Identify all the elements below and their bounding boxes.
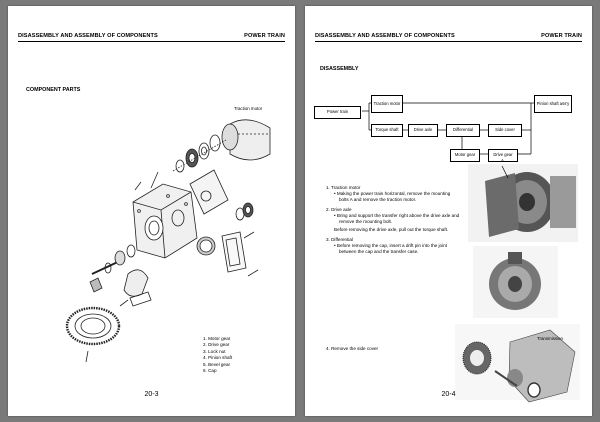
parts-list-item: 6. Cap — [203, 368, 217, 374]
flow-box-drive-axle: Drive axle — [408, 124, 438, 137]
photo-differential — [455, 324, 580, 403]
step-note: Before removing the drive axle, pull out… — [334, 227, 449, 232]
step-title: 1. Traction motor — [326, 185, 361, 190]
section-title: COMPONENT PARTS — [26, 87, 81, 93]
procedure-step: 3. Differential • Before removing the ca… — [326, 237, 461, 255]
procedure-step: 1. Traction motor • Making the power tra… — [326, 185, 461, 203]
flow-box-motor-gear: Motor gear — [450, 149, 480, 162]
header-right-text: POWER TRAIN — [541, 33, 582, 39]
parts-list-item: 1. Motor gear — [203, 336, 231, 341]
flow-box-drive-gear: Drive gear — [488, 149, 518, 162]
step-bullet: • Before removing the cap, insert a drif… — [334, 243, 447, 254]
left-page: DISASSEMBLY AND ASSEMBLY OF COMPONENTS P… — [8, 6, 295, 416]
header-left-text: DISASSEMBLY AND ASSEMBLY OF COMPONENTS — [315, 33, 455, 39]
step-bullet: • Making the power train horizontal, rem… — [334, 191, 451, 202]
flow-box-differential: Differential — [446, 124, 480, 137]
step-title: 3. Differential — [326, 237, 353, 242]
exploded-parts-diagram — [65, 119, 271, 363]
step-4-text: 4. Remove the side cover — [326, 346, 379, 351]
procedure-step: 2. Drive axle • Bring and support the tr… — [326, 207, 461, 233]
page-header: DISASSEMBLY AND ASSEMBLY OF COMPONENTS P… — [315, 29, 582, 42]
page-number: 20-4 — [441, 391, 456, 398]
procedure-steps: 1. Traction motor • Making the power tra… — [326, 185, 461, 259]
transmission-callout: Transmission — [537, 336, 563, 341]
bolt-a-callout: A — [501, 158, 504, 163]
flow-box-pinion-shaft: Pinion shaft ass'y — [534, 95, 572, 113]
step-bullet: • Bring and support the transfer right a… — [334, 213, 460, 224]
parts-list-item: 2. Drive gear — [203, 342, 230, 348]
parts-list-item: 5. Bevel gear — [203, 361, 231, 367]
parts-list-item: 4. Pinion shaft — [203, 355, 233, 361]
procedure-photos — [455, 164, 580, 403]
flow-box-power-train: Power train — [314, 106, 361, 119]
step-title: 2. Drive axle — [326, 207, 352, 212]
flow-box-torque-shaft: Torque shaft — [371, 124, 403, 137]
photo-drive-axle — [473, 246, 558, 318]
flow-box-traction-motor: Traction motor — [371, 95, 403, 113]
parts-list: 1. Motor gear 2. Drive gear 3. Lock nut … — [203, 336, 232, 374]
page-header: DISASSEMBLY AND ASSEMBLY OF COMPONENTS P… — [18, 29, 285, 42]
header-right-text: POWER TRAIN — [244, 33, 285, 39]
photo-traction-motor — [468, 164, 578, 242]
header-left-text: DISASSEMBLY AND ASSEMBLY OF COMPONENTS — [18, 33, 158, 39]
traction-motor-callout: Traction motor — [234, 106, 263, 111]
page-number: 20-3 — [144, 391, 159, 398]
flow-box-side-cover: Side cover — [488, 124, 522, 137]
section-title: DISASSEMBLY — [320, 66, 359, 72]
parts-list-item: 3. Lock nut — [203, 348, 226, 354]
right-page: DISASSEMBLY AND ASSEMBLY OF COMPONENTS P… — [305, 6, 592, 416]
